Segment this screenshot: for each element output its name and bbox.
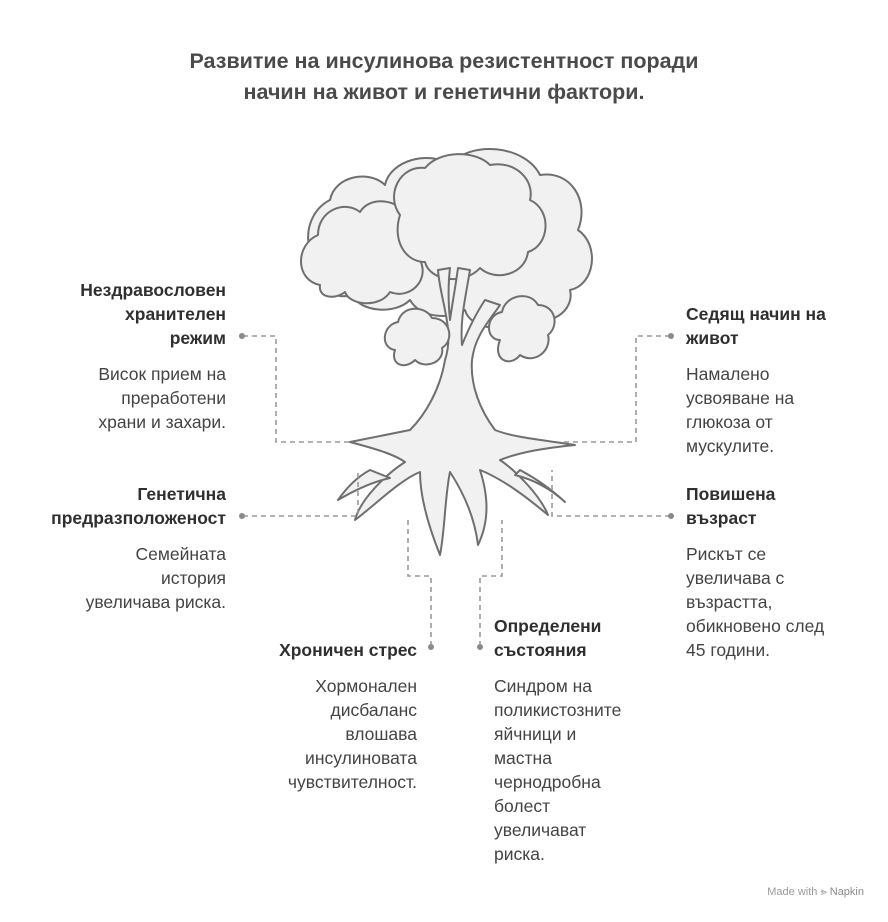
factor-diet-heading-line: режим — [169, 328, 226, 348]
factor-sedentary-heading: Седящ начин на живот — [686, 302, 826, 350]
connector-dot-sedentary — [668, 333, 674, 339]
factor-sedentary-heading-line: живот — [686, 328, 739, 348]
connector-age — [551, 470, 670, 517]
tree-icon — [300, 148, 593, 556]
connector-conditions — [479, 520, 503, 646]
factor-age-description: Рискът се увеличава с възрастта, обикнов… — [686, 542, 824, 662]
connector-sedentary — [560, 335, 670, 443]
napkin-logo-icon: ⪢ — [820, 886, 827, 898]
factor-diet-description-line: преработени — [121, 388, 226, 408]
factor-diet-description-line: храни и захари. — [98, 412, 226, 432]
factor-stress-description-line: инсулиновата — [305, 748, 417, 768]
factor-diet-heading-line: хранителен — [125, 304, 226, 324]
connector-dot-age — [668, 513, 674, 519]
connector-dot-conditions — [477, 644, 483, 650]
factor-age-description-line: обикновено след — [686, 616, 825, 636]
title-line-1: Развитие на инсулинова резистентност пор… — [189, 49, 699, 73]
factor-conditions-description-line: чернодробна — [494, 772, 601, 792]
factor-age-heading-line: Повишена — [686, 484, 776, 504]
factor-genetic-heading-line: Генетична — [137, 484, 226, 504]
factor-diet-heading-line: Нездравословен — [80, 280, 226, 300]
factor-conditions-description-line: увеличават — [494, 820, 587, 840]
factor-genetic-heading: Генетична предразположеност — [51, 482, 226, 530]
connector-dot-diet — [239, 333, 245, 339]
factor-sedentary-description-line: усвояване на — [686, 388, 795, 408]
factor-age-description-line: Рискът се — [686, 544, 767, 564]
factor-age-description-line: увеличава с — [686, 568, 785, 588]
tree-root-right — [514, 469, 566, 503]
factor-conditions-heading: Определени състояния — [494, 614, 601, 662]
factor-conditions-description-line: болест — [494, 796, 551, 816]
factor-conditions-description-line: Синдром на — [494, 676, 593, 696]
factor-age-heading-line: възраст — [686, 508, 757, 528]
factor-diet-description-line: Висок прием на — [98, 364, 226, 384]
factor-sedentary-description: Намалено усвояване на глюкоза от мускули… — [686, 362, 794, 458]
factor-diet-description: Висок прием на преработени храни и захар… — [98, 362, 226, 434]
made-with-footer: Made with ⪢ Napkin — [767, 886, 864, 899]
factor-genetic-description-line: история — [160, 568, 226, 588]
factor-age-description-line: възрастта, — [686, 592, 773, 612]
factor-genetic-heading-line: предразположеност — [51, 508, 226, 528]
tree-trunk — [349, 267, 576, 556]
tree-bush-left — [383, 307, 451, 367]
diagram-title: Развитие на инсулинова резистентност пор… — [0, 46, 888, 108]
connector-diet — [243, 335, 350, 443]
tree-bush-right — [488, 295, 556, 363]
factor-stress-description-line: чувствителност. — [287, 772, 417, 792]
factor-genetic-description: Семейната история увеличава риска. — [86, 542, 226, 614]
made-with-label: Made with — [767, 886, 818, 898]
connector-dot-stress — [428, 644, 434, 650]
factor-sedentary-description-line: глюкоза от — [686, 412, 773, 432]
connector-stress — [407, 520, 432, 646]
factor-conditions-heading-line: състояния — [494, 640, 587, 660]
factor-stress-heading-line: Хроничен стрес — [279, 640, 417, 660]
factor-conditions-description-line: яйчници и — [494, 724, 577, 744]
connector-dots — [239, 333, 674, 650]
factor-age-description-line: 45 години. — [686, 640, 770, 660]
factor-sedentary-description-line: Намалено — [686, 364, 770, 384]
factor-stress-heading: Хроничен стрес — [279, 638, 417, 662]
napkin-brand: Napkin — [829, 886, 864, 898]
factor-age-heading: Повишена възраст — [686, 482, 775, 530]
factor-conditions-description-line: поликистозните — [494, 700, 622, 720]
factor-sedentary-description-line: мускулите. — [686, 436, 775, 456]
factor-sedentary-heading-line: Седящ начин на — [686, 304, 826, 324]
tree-crown-top — [393, 153, 547, 281]
factor-conditions-description-line: риска. — [494, 844, 545, 864]
factor-diet-heading: Нездравословен хранителен режим — [80, 278, 226, 350]
title-line-2: начин на живот и генетични фактори. — [243, 80, 645, 104]
tree-root-left — [337, 469, 391, 501]
factor-stress-description: Хормонален дисбаланс влошава инсулиноват… — [288, 674, 417, 794]
factor-conditions-description: Синдром на поликистозните яйчници и маст… — [494, 674, 621, 866]
connector-genetic — [243, 470, 359, 517]
factor-stress-description-line: дисбаланс — [330, 700, 417, 720]
factor-stress-description-line: Хормонален — [315, 676, 417, 696]
factor-conditions-description-line: мастна — [494, 748, 552, 768]
factor-genetic-description-line: Семейната — [135, 544, 226, 564]
connector-dot-genetic — [239, 513, 245, 519]
factor-stress-description-line: влошава — [345, 724, 417, 744]
factor-conditions-heading-line: Определени — [494, 616, 602, 636]
factor-genetic-description-line: увеличава риска. — [85, 592, 226, 612]
connectors — [243, 335, 670, 646]
